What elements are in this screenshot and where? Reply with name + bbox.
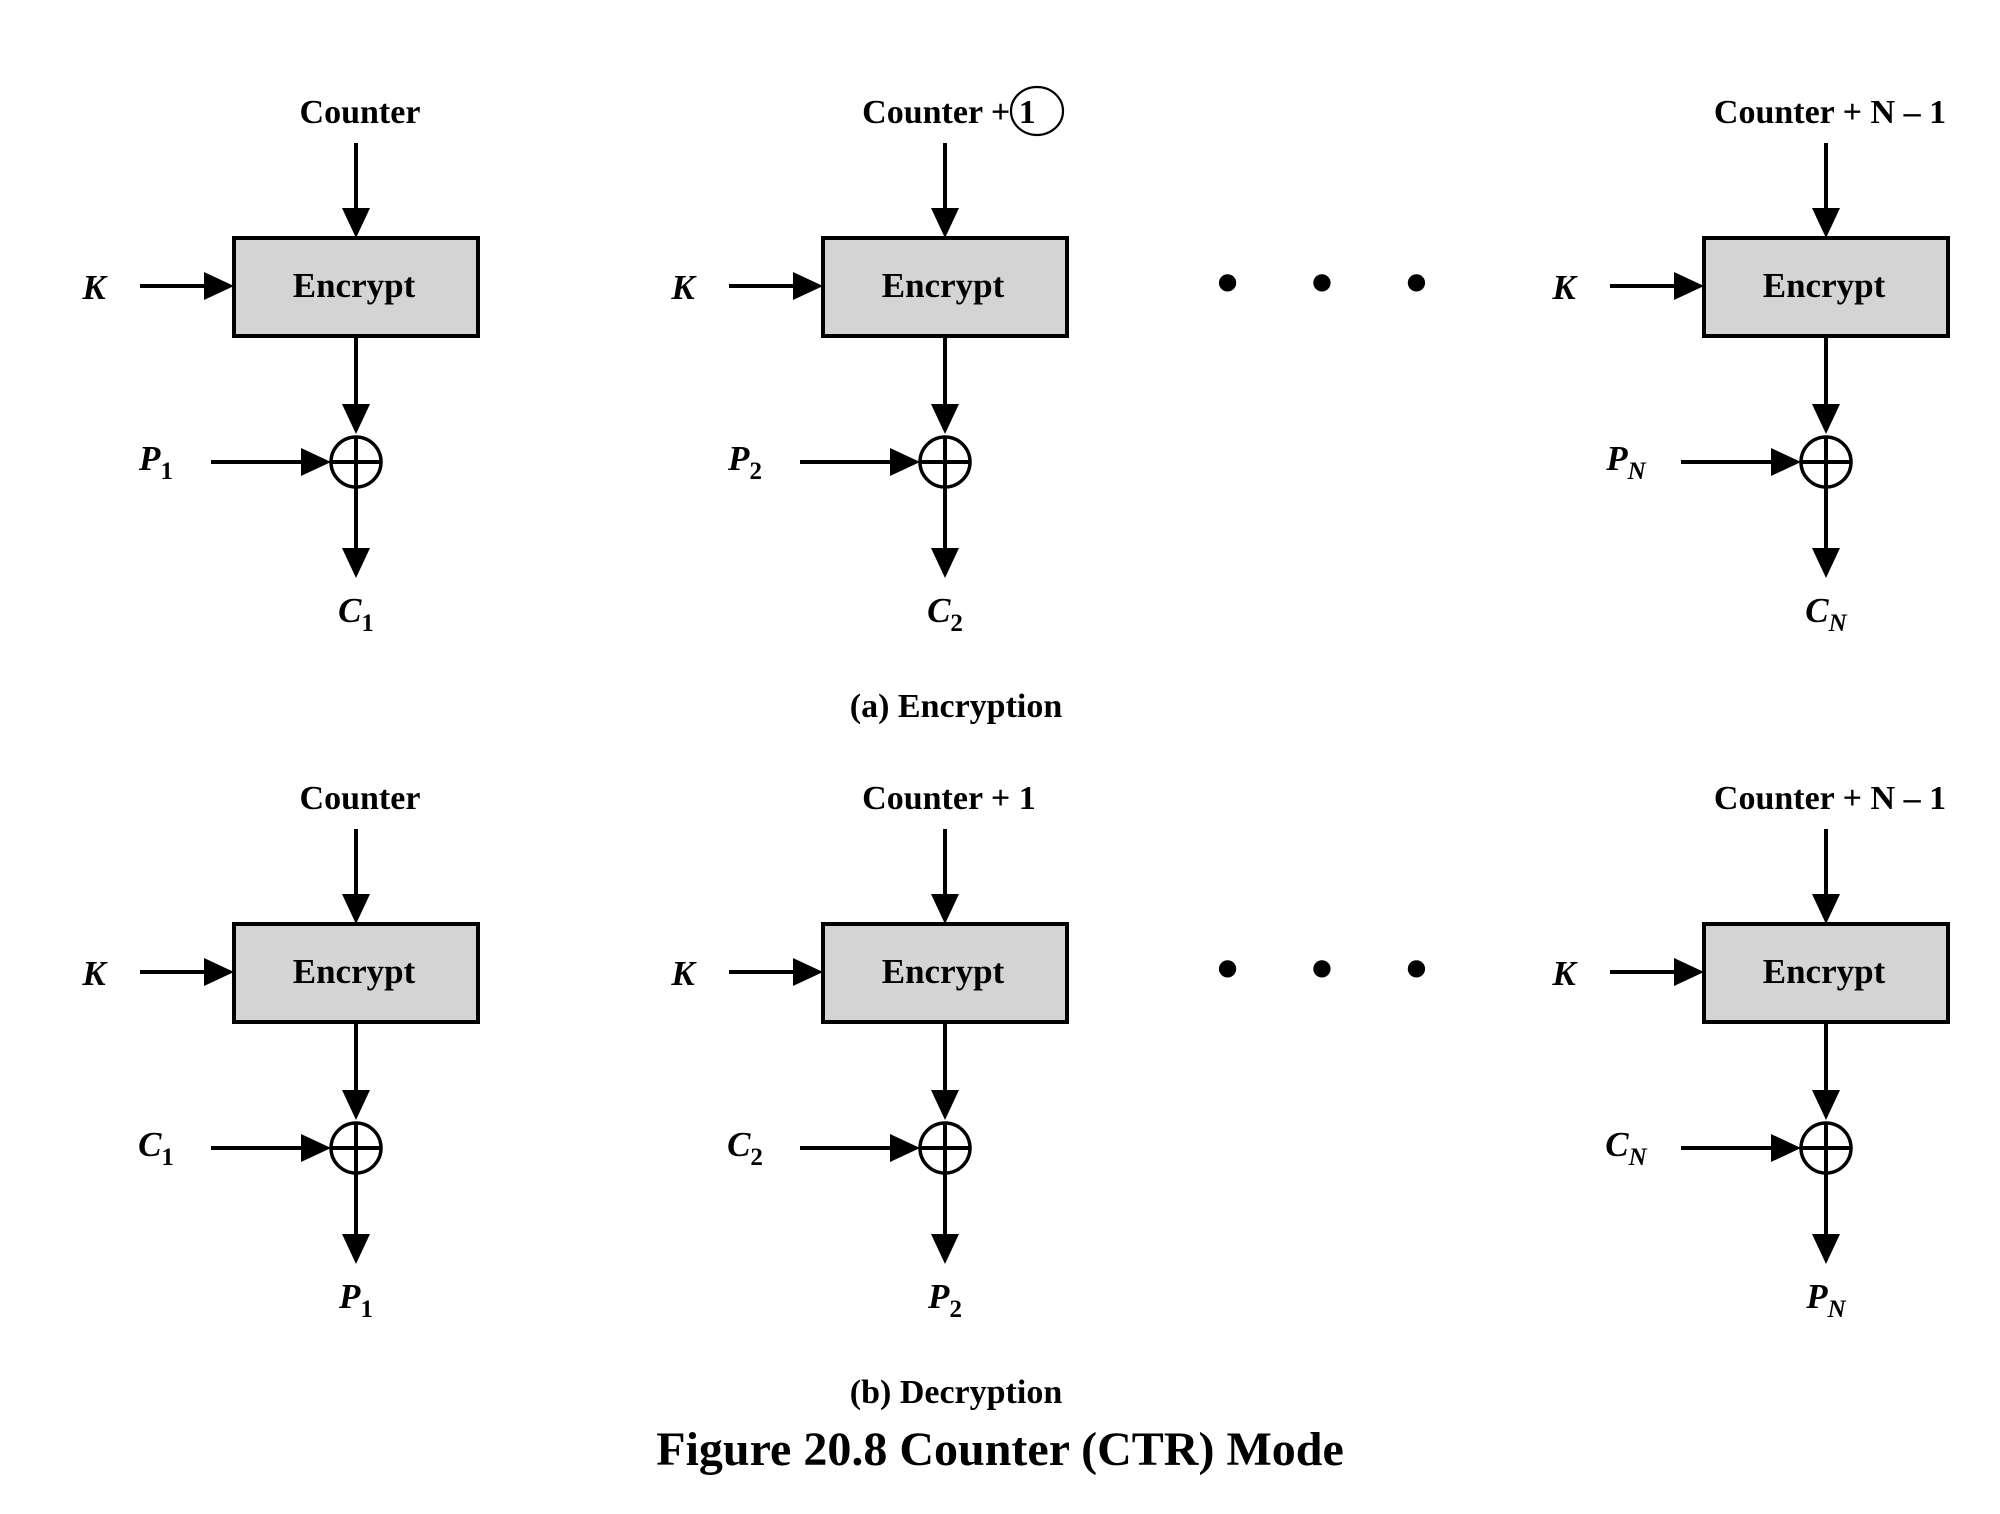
stage-3: Counter + N – 1 Encrypt K PN CN <box>1551 94 1950 637</box>
counter-label: Counter + N – 1 <box>1714 780 1946 817</box>
arrow-head <box>793 958 823 986</box>
counter-label: Counter <box>300 94 421 131</box>
counter-label: Counter + N – 1 <box>1714 94 1946 131</box>
arrow-head <box>204 272 234 300</box>
encrypt-box <box>821 236 1069 338</box>
ellipsis: • • • <box>1216 933 1455 1004</box>
key-label: K <box>670 268 697 307</box>
xor-icon <box>918 1121 972 1175</box>
arrow-head <box>342 404 370 434</box>
counter-label: Counter + 1 <box>862 780 1036 817</box>
ellipsis: • • • <box>1216 247 1455 318</box>
key-label: K <box>670 954 697 993</box>
arrow-head <box>1771 1134 1801 1162</box>
arrow-head <box>1812 1090 1840 1120</box>
arrow-head <box>1812 1234 1840 1264</box>
encrypt-box <box>1702 236 1950 338</box>
key-label: K <box>1551 268 1578 307</box>
output-label: C2 <box>927 591 963 637</box>
encrypt-label: Encrypt <box>1763 266 1886 305</box>
arrow-head <box>931 1234 959 1264</box>
output-label: C1 <box>338 591 374 637</box>
arrow-head <box>301 448 331 476</box>
arrow-head <box>342 208 370 238</box>
key-label: K <box>1551 954 1578 993</box>
input-label: P1 <box>138 439 173 485</box>
arrow-head <box>931 894 959 924</box>
arrow-head <box>204 958 234 986</box>
figure-title: Figure 20.8 Counter (CTR) Mode <box>656 1423 1344 1476</box>
arrow-head <box>931 208 959 238</box>
arrow-head <box>931 404 959 434</box>
output-label: P1 <box>338 1277 373 1323</box>
output-label: PN <box>1805 1277 1846 1323</box>
arrow-head <box>1674 958 1704 986</box>
encrypt-label: Encrypt <box>882 952 1005 991</box>
input-label: CN <box>1605 1125 1647 1171</box>
stage-3: Counter + N – 1 Encrypt K CN PN <box>1551 780 1950 1323</box>
encrypt-label: Encrypt <box>293 266 416 305</box>
arrow-head <box>890 1134 920 1162</box>
encryption-caption: (a) Encryption <box>850 688 1063 725</box>
input-label: C2 <box>727 1125 763 1171</box>
key-label: K <box>81 954 108 993</box>
output-label: CN <box>1805 591 1847 637</box>
counter-label: Counter <box>300 780 421 817</box>
arrow-head <box>342 894 370 924</box>
xor-icon <box>1799 435 1853 489</box>
xor-icon <box>329 435 383 489</box>
arrow-head <box>1812 208 1840 238</box>
arrow-head <box>793 272 823 300</box>
encrypt-label: Encrypt <box>293 952 416 991</box>
xor-icon <box>329 1121 383 1175</box>
arrow-head <box>890 448 920 476</box>
arrow-head <box>1771 448 1801 476</box>
arrow-head <box>931 1090 959 1120</box>
arrow-head <box>1812 404 1840 434</box>
arrow-head <box>1812 894 1840 924</box>
arrow-head <box>301 1134 331 1162</box>
arrow-head <box>931 548 959 578</box>
input-label: PN <box>1605 439 1646 485</box>
input-label: C1 <box>138 1125 174 1171</box>
input-label: P2 <box>727 439 762 485</box>
annotation-circle <box>1009 85 1065 137</box>
xor-icon <box>918 435 972 489</box>
encrypt-label: Encrypt <box>882 266 1005 305</box>
arrow-head <box>1812 548 1840 578</box>
arrow-head <box>342 1090 370 1120</box>
encrypt-box <box>232 922 480 1024</box>
key-label: K <box>81 268 108 307</box>
arrow-head <box>342 1234 370 1264</box>
arrow-head <box>342 548 370 578</box>
encrypt-label: Encrypt <box>1763 952 1886 991</box>
counter-label: Counter + 1 <box>862 94 1036 131</box>
encrypt-box <box>821 922 1069 1024</box>
xor-icon <box>1799 1121 1853 1175</box>
arrow-head <box>1674 272 1704 300</box>
output-label: P2 <box>927 1277 962 1323</box>
decryption-caption: (b) Decryption <box>850 1374 1063 1411</box>
